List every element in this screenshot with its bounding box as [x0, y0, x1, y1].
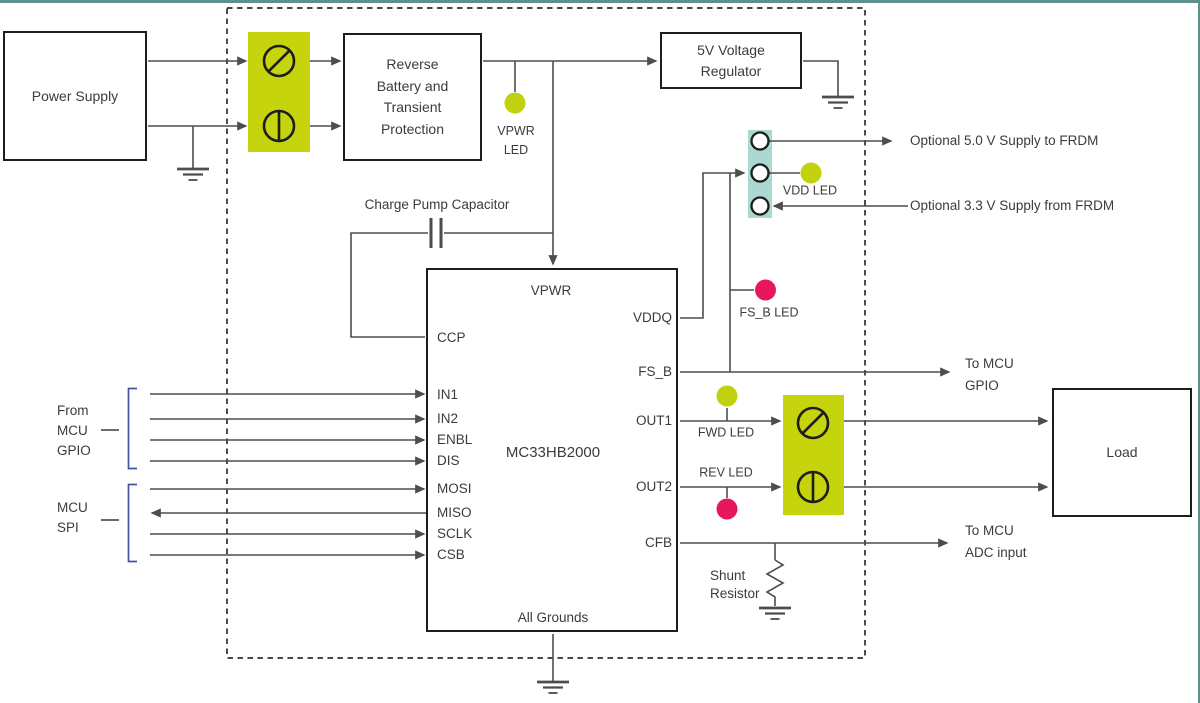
- pin-out1: OUT1: [635, 412, 672, 428]
- page-border-top: [0, 0, 1200, 3]
- pin-ccp: CCP: [437, 329, 466, 345]
- protection-label-line4: Protection: [380, 120, 445, 137]
- page-border-right: [1197, 0, 1200, 703]
- fs-b-led-label: FS_B LED: [739, 305, 799, 320]
- protection-label-line1: Reverse: [386, 56, 439, 72]
- ground-icon: [822, 95, 854, 109]
- spi-bracket-icon: [101, 483, 137, 563]
- screw-terminal-bar-icon: [796, 470, 830, 504]
- pin-enbl: ENBL: [437, 431, 473, 447]
- regulator-label-line1: 5V Voltage: [697, 41, 765, 58]
- to-mcu-adc-label: To MCU ADC input: [965, 523, 1027, 560]
- vpwr-led-icon: [504, 92, 526, 114]
- pin-mosi: MOSI: [437, 480, 472, 496]
- pin-vpwr: VPWR: [530, 282, 572, 298]
- optional-5v-label: Optional 5.0 V Supply to FRDM: [910, 132, 1099, 148]
- screw-terminal-bar-icon: [262, 109, 296, 143]
- chip-name: MC33HB2000: [505, 443, 601, 461]
- pin-fs-b: FS_B: [638, 363, 672, 379]
- protection-label-line2: Battery and: [376, 77, 449, 94]
- mcu-spi-label: MCU SPI: [57, 500, 88, 535]
- pin-in1: IN1: [437, 386, 459, 402]
- vdd-led-icon: [800, 162, 822, 184]
- ground-icon: [759, 606, 791, 620]
- pin-csb: CSB: [437, 546, 465, 562]
- charge-pump-label: Charge Pump Capacitor: [364, 196, 510, 212]
- pin-dis: DIS: [437, 452, 460, 468]
- mcu-signal-wires: [150, 389, 426, 560]
- pin-in2: IN2: [437, 410, 459, 426]
- charge-pump-capacitor-icon: [350, 218, 553, 338]
- gpio-bracket-icon: [101, 387, 137, 470]
- power-supply-wires: [148, 56, 839, 266]
- regulator-label-line2: Regulator: [700, 62, 762, 79]
- jumper-pin-icon: [750, 131, 770, 216]
- fs-b-led-icon: [755, 279, 776, 301]
- to-mcu-gpio-label: To MCU GPIO: [965, 356, 1014, 393]
- shunt-resistor-icon: [765, 543, 785, 606]
- shunt-resistor-label: Shunt Resistor: [710, 568, 760, 601]
- ground-icon: [177, 167, 209, 181]
- load-label: Load: [1106, 444, 1138, 460]
- pin-miso: MISO: [437, 504, 472, 520]
- ground-icon: [537, 680, 569, 694]
- power-supply-box: Power Supply: [3, 31, 147, 161]
- mc33hb2000-chip-box: [426, 268, 678, 632]
- protection-label-line3: Transient: [383, 99, 442, 115]
- screw-terminal-slash-icon: [262, 44, 296, 78]
- pin-vddq: VDDQ: [632, 309, 672, 325]
- evaluation-board-outline: [226, 7, 866, 659]
- right-side-wires: [552, 136, 1049, 681]
- voltage-regulator-box: 5V Voltage Regulator: [660, 32, 802, 89]
- rev-led-label: REV LED: [699, 465, 753, 480]
- vdd-led-label: VDD LED: [782, 183, 838, 198]
- from-mcu-gpio-label: From MCU GPIO: [57, 403, 91, 458]
- fwd-led-icon: [716, 385, 738, 407]
- vpwr-led-label: VPWR LED: [497, 124, 535, 157]
- pin-sclk: SCLK: [437, 525, 473, 541]
- pin-cfb: CFB: [645, 534, 672, 550]
- rev-led-icon: [716, 498, 738, 520]
- optional-3v3-label: Optional 3.3 V Supply from FRDM: [910, 197, 1115, 213]
- fwd-led-label: FWD LED: [697, 425, 755, 440]
- power-supply-label: Power Supply: [31, 87, 119, 104]
- protection-box: Reverse Battery and Transient Protection: [343, 33, 482, 161]
- screw-terminal-slash-icon: [796, 406, 830, 440]
- chip-all-grounds: All Grounds: [517, 609, 589, 625]
- load-box: Load: [1052, 388, 1192, 517]
- pin-out2: OUT2: [635, 478, 672, 494]
